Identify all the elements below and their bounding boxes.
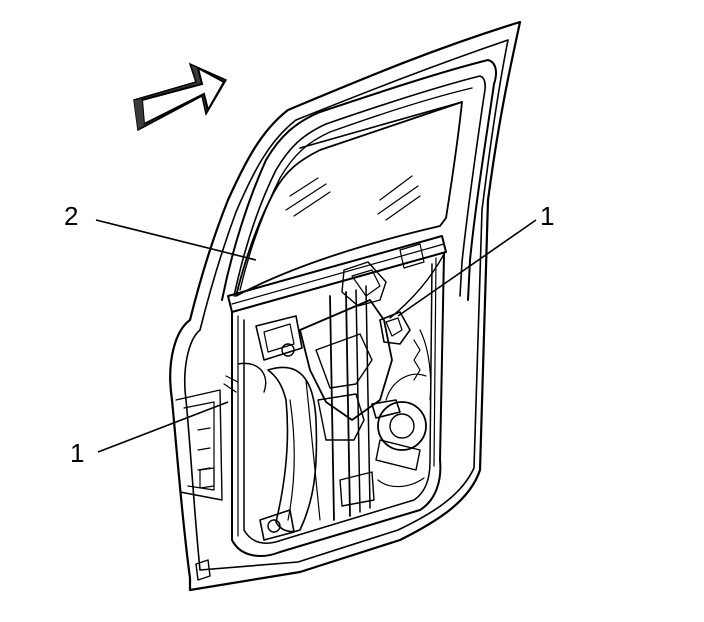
- wiring-harness: [223, 253, 445, 401]
- callout-window-glass: 2: [64, 201, 79, 231]
- leader-line-1-left: [97, 401, 229, 453]
- leader-line-1-right: [397, 219, 537, 317]
- callout-regulator-bolt-right: 1: [540, 201, 555, 231]
- window-glass: [227, 101, 463, 313]
- trim-panel-cover: [267, 366, 321, 533]
- window-regulator: [255, 243, 425, 541]
- leader-line-2: [95, 219, 257, 261]
- callout-regulator-bolt-left: 1: [70, 438, 85, 468]
- callout-leaders: [95, 219, 537, 453]
- window-motor: [371, 373, 427, 488]
- door-hinge-area: [195, 467, 215, 581]
- window-frame: [221, 59, 497, 301]
- front-direction-arrow-icon: [133, 62, 228, 132]
- door-inner-panel: [231, 253, 445, 557]
